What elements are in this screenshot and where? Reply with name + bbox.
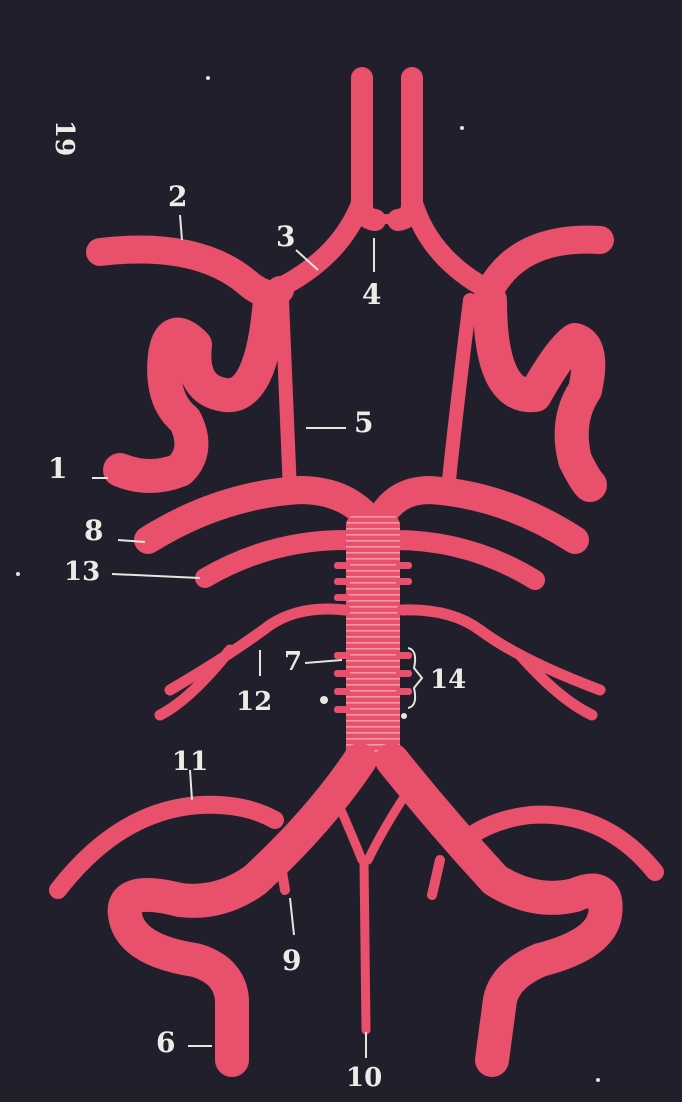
basilar-artery xyxy=(346,515,400,765)
label-13: 13 xyxy=(64,557,100,587)
label-10: 10 xyxy=(346,1063,382,1093)
left-vertebral-loop xyxy=(125,895,232,1060)
label-14: 14 xyxy=(430,665,466,695)
left-vertebral-artery xyxy=(180,760,360,901)
right-anterior-inferior-cerebellar-artery xyxy=(402,610,600,715)
left-superior-cerebellar-artery xyxy=(205,540,345,578)
label-1: 1 xyxy=(48,452,67,485)
label-4: 4 xyxy=(362,278,381,311)
label-5: 5 xyxy=(354,406,373,439)
anterior-spinal-artery xyxy=(330,785,412,1030)
label-7: 7 xyxy=(284,647,302,677)
anterior-communicating-artery xyxy=(368,214,406,224)
left-internal-carotid-siphon xyxy=(120,300,270,476)
label-8: 8 xyxy=(84,514,103,547)
left-anterior-cerebral-proximal xyxy=(285,206,360,285)
right-meningeal-branch xyxy=(432,860,440,895)
leader-13 xyxy=(112,574,200,578)
label-3: 3 xyxy=(276,220,295,253)
label-2: 2 xyxy=(168,180,187,213)
posterior-communicating-arteries xyxy=(282,300,470,492)
label-9: 9 xyxy=(282,944,301,977)
anterior-cerebral-arteries xyxy=(285,78,480,285)
left-meningeal-branch xyxy=(280,860,285,890)
left-posterior-communicating-artery xyxy=(282,300,290,492)
right-anterior-cerebral-proximal xyxy=(414,206,480,285)
right-vertebral-loop xyxy=(492,891,606,1061)
corner-mark: 19 xyxy=(49,120,79,156)
print-specks xyxy=(16,76,600,1082)
label-6: 6 xyxy=(156,1026,175,1059)
basilar-artery-group xyxy=(334,515,412,765)
leader-2 xyxy=(180,215,182,240)
right-internal-carotid-siphon xyxy=(490,300,590,485)
leader-9 xyxy=(290,898,294,935)
middle-cerebral-arteries xyxy=(100,240,600,294)
right-middle-cerebral-artery xyxy=(490,240,600,290)
right-posterior-communicating-artery xyxy=(448,300,470,490)
label-11: 11 xyxy=(172,747,208,777)
anterior-spinal-artery-group xyxy=(330,785,412,1030)
leader-7 xyxy=(305,660,342,663)
vertebral-arteries xyxy=(180,760,575,901)
left-middle-cerebral-artery xyxy=(100,249,280,294)
internal-carotid-arteries xyxy=(120,300,590,485)
right-superior-cerebellar-artery xyxy=(395,540,535,580)
label-12: 12 xyxy=(236,687,272,717)
